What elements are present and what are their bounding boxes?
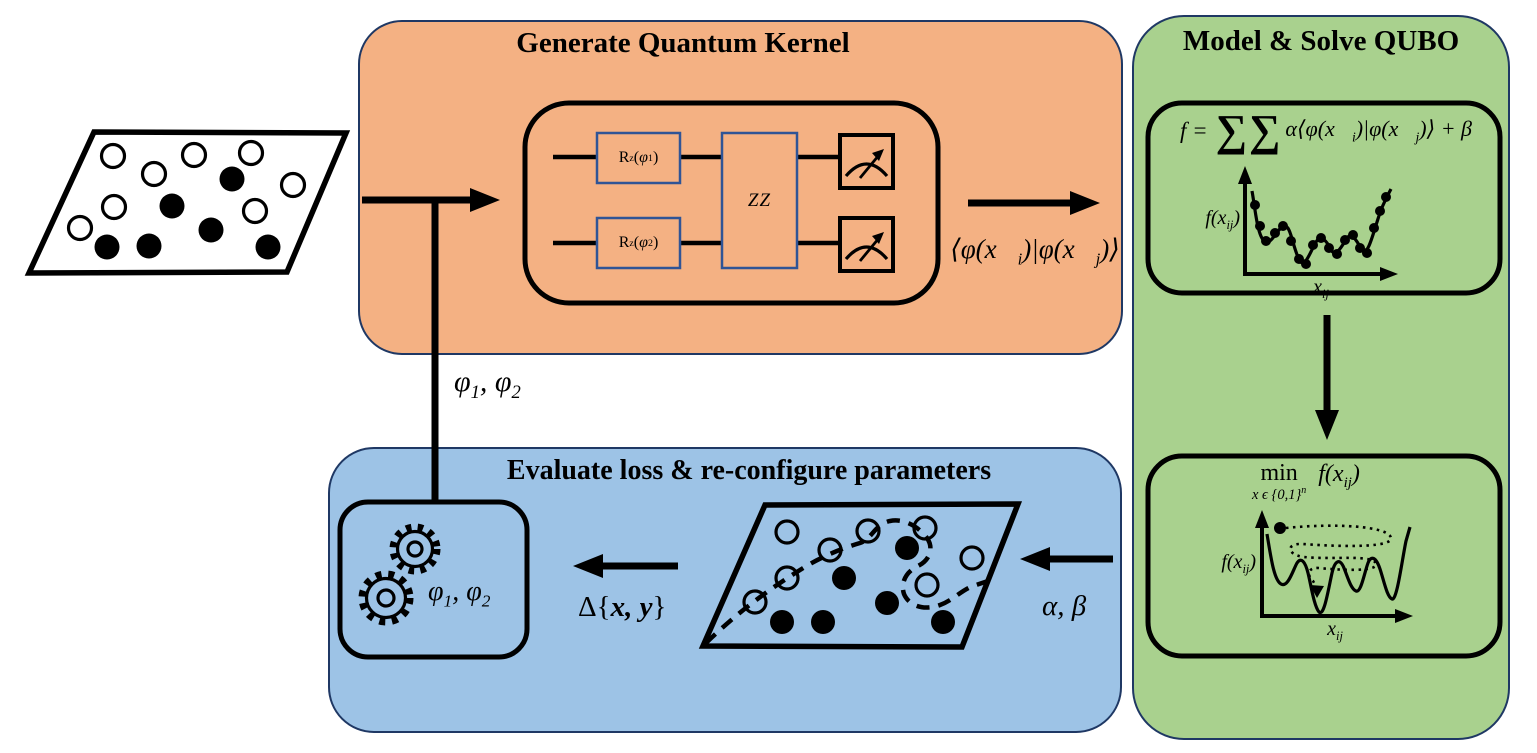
qubo-plot2-axes [1255, 510, 1413, 623]
qubo-solve-arrow [1315, 315, 1339, 440]
evaluate-loss-title: Evaluate loss & re-configure parameters [506, 455, 992, 486]
dataset-filled-dots [94, 166, 281, 260]
rz-gate-1-box [595, 131, 682, 185]
kernel-inner-product-label: ⟨φ(x⃗i)|φ(x⃗j)⟩ [950, 234, 1120, 269]
classified-dataset-parallelogram [698, 501, 1023, 650]
feedback-params-label: φ1, φ2 [454, 365, 521, 403]
qubo-landscape-curve [1265, 526, 1412, 615]
decision-boundary-dashed-curve [704, 518, 992, 645]
annealing-spiral-path [1285, 524, 1393, 589]
sigma-symbol: ∑ [1215, 106, 1248, 156]
qubo-to-loss-arrow [1020, 547, 1113, 571]
circuit-wires [553, 154, 840, 246]
gear-icon [358, 570, 414, 626]
parameter-update-box [337, 499, 530, 660]
qubo-objective-formula: f = ∑ ∑ α⟨φ(x⃗i)|φ(x⃗j)⟩ + β [1180, 106, 1472, 156]
model-solve-qubo-title: Model & Solve QUBO [1182, 25, 1460, 57]
delta-xy-label: Δ{x, y} [578, 591, 667, 623]
zz-gate-box [720, 131, 799, 270]
quantum-circuit [522, 100, 941, 306]
dataset-open-dots [66, 139, 307, 242]
measurement-gauge-icon-1 [838, 133, 895, 190]
sigma-symbol: ∑ [1249, 106, 1281, 156]
alpha-beta-label: α, β [1042, 590, 1087, 622]
annealing-start-dot [1274, 522, 1286, 534]
annealing-spiral-arrowhead [1310, 585, 1324, 598]
rz-gate-2-box [595, 216, 682, 270]
plot1-xlabel: xij [1313, 276, 1329, 301]
loss-to-params-arrow [573, 554, 678, 578]
classified-open-dots [742, 515, 985, 615]
dataset-to-kernel-arrow [362, 188, 500, 212]
plot2-xlabel: xij [1327, 618, 1343, 643]
input-dataset-parallelogram [24, 129, 351, 276]
measurement-gauge-icon-2 [838, 216, 895, 273]
qubo-minimize-box [1145, 453, 1503, 659]
gear-icon [389, 523, 441, 575]
plot1-ylabel: f(xij) [1205, 207, 1240, 232]
plot2-ylabel: f(xij) [1221, 551, 1256, 576]
classified-filled-dots [770, 536, 955, 634]
model-solve-qubo-panel [1132, 15, 1510, 740]
kernel-output-arrow [968, 191, 1100, 215]
zz-gate-label: ZZ [747, 189, 772, 211]
qubo-plot1-axes [1238, 166, 1398, 281]
qubo-cost-curve-dots [1250, 192, 1391, 269]
qubo-objective-box [1145, 100, 1503, 296]
qubo-minimize-formula: min x ϵ {0,1}n f(xij) [1252, 460, 1360, 504]
gear-params-label: φ1, φ2 [428, 576, 491, 611]
generate-kernel-title: Generate Quantum Kernel [516, 27, 850, 59]
